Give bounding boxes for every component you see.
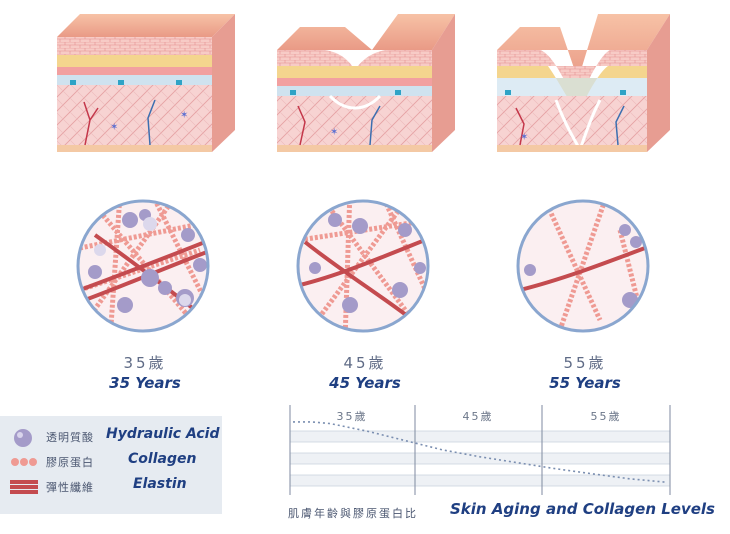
legend-item-hyaluronic: 透明質酸 Hydraulic Acid xyxy=(0,426,222,450)
age-label-45-cn: 45歲 xyxy=(343,354,387,372)
chart-column-label-45: 45歲 xyxy=(462,410,494,423)
age-label-55-en: 55 Years xyxy=(549,374,621,392)
circle-35 xyxy=(76,199,210,333)
age-label-45-en: 45 Years xyxy=(329,374,401,392)
chart-dividers xyxy=(289,405,671,495)
skin-diagram: ✶ ✶ ✶ ✶ xyxy=(57,14,670,154)
skin-block-45: ✶ xyxy=(277,14,455,152)
circle-55 xyxy=(516,199,650,333)
chart-column-label-55: 55歲 xyxy=(590,410,622,423)
svg-text:✶: ✶ xyxy=(110,122,118,133)
skin-block-55: ✶ xyxy=(497,14,670,154)
legend-item-elastin: 彈性纖維 Elastin xyxy=(0,476,222,500)
collagen-chart xyxy=(289,405,671,495)
elastin-icon xyxy=(10,480,38,494)
chart-bands xyxy=(290,431,670,486)
legend-elastin-cn: 彈性纖維 xyxy=(46,481,94,494)
legend-elastin-en: Elastin xyxy=(133,476,187,492)
age-label-35-en: 35 Years xyxy=(109,374,181,392)
collagen-icon xyxy=(11,458,37,466)
svg-text:✶: ✶ xyxy=(520,132,528,143)
age-label-55-cn: 55歲 xyxy=(563,354,607,372)
legend-hyaluronic-cn: 透明質酸 xyxy=(46,431,94,444)
age-label-35-cn: 35歲 xyxy=(123,354,167,372)
chart-column-label-35: 35歲 xyxy=(336,410,368,423)
legend-collagen-en: Collagen xyxy=(128,451,197,467)
legend-collagen-cn: 膠原蛋白 xyxy=(46,456,94,469)
legend: 透明質酸 Hydraulic Acid 膠原蛋白 Collagen 彈性纖維 E… xyxy=(0,416,222,514)
circle-45 xyxy=(296,199,430,333)
skin-block-35: ✶ ✶ xyxy=(57,14,235,152)
collagen-level-line xyxy=(293,421,668,484)
chart-gridlines xyxy=(290,430,670,487)
chart-caption-cn: 肌膚年齡與膠原蛋白比 xyxy=(288,507,418,520)
legend-item-collagen: 膠原蛋白 Collagen xyxy=(0,451,222,475)
legend-hyaluronic-en: Hydraulic Acid xyxy=(106,426,220,442)
magnified-circles xyxy=(76,199,650,333)
chart-caption-en: Skin Aging and Collagen Levels xyxy=(450,500,715,518)
hyaluronic-acid-icon xyxy=(14,429,32,447)
svg-text:✶: ✶ xyxy=(180,110,188,121)
svg-text:✶: ✶ xyxy=(330,127,338,138)
